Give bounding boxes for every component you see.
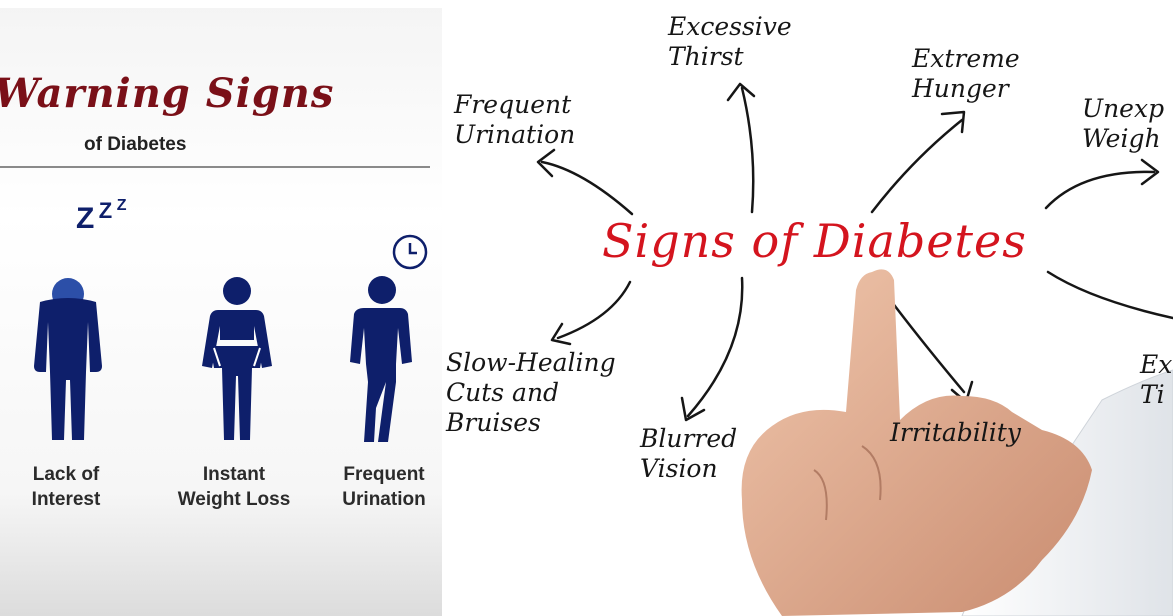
label-blurred-vision: Blurred Vision <box>640 424 737 484</box>
clock-icon <box>392 234 428 270</box>
divider <box>0 166 430 168</box>
arrow-excessive-thirst <box>740 86 755 214</box>
label-line: Irritability <box>890 418 1021 447</box>
arrow-unexplained-weight <box>1044 170 1156 210</box>
zzz-small: Z <box>116 197 127 214</box>
caption-instant-weight-loss: Instant Weight Loss <box>164 462 304 512</box>
label-line: Hunger <box>912 74 1009 103</box>
sleep-zzz-icon: Z Z Z <box>76 197 126 236</box>
label-line: Urination <box>454 120 576 149</box>
zzz-medium: Z <box>98 198 113 223</box>
caption-line: Urination <box>342 489 426 510</box>
caption-line: Frequent <box>343 464 425 485</box>
arrow-blurred-vision <box>686 276 744 418</box>
crossed-legs-person-icon <box>350 234 428 442</box>
warning-signs-panel: Warning Signs of Diabetes Z Z Z Lack of … <box>0 0 442 616</box>
arrow-slow-healing <box>556 280 632 340</box>
arrow-extreme-hunger <box>870 118 964 214</box>
label-line: Unexp <box>1082 94 1165 123</box>
caption-line: Interest <box>31 489 101 510</box>
label-excessive-thirst: Excessive Thirst <box>668 12 792 72</box>
label-line: Vision <box>640 454 718 483</box>
caption-line: Lack of <box>32 464 100 485</box>
label-extreme-tiredness: Ex Ti <box>1140 350 1172 410</box>
label-line: Extreme <box>912 44 1020 73</box>
label-line: Slow-Healing <box>446 348 616 377</box>
label-extreme-hunger: Extreme Hunger <box>912 44 1020 104</box>
label-line: Weigh <box>1082 124 1161 153</box>
caption-line: Weight Loss <box>177 489 291 510</box>
label-irritability: Irritability <box>890 418 1021 448</box>
label-line: Excessive <box>668 12 792 41</box>
label-frequent-urination: Frequent Urination <box>454 90 575 150</box>
arrow-frequent-urination <box>540 160 634 216</box>
label-line: Frequent <box>454 90 572 119</box>
arrow-extreme-tiredness <box>1046 270 1173 320</box>
label-line: Blurred <box>640 424 738 453</box>
caption-lack-of-interest: Lack of Interest <box>20 462 112 512</box>
top-strip <box>0 0 442 8</box>
mind-map-arrows <box>536 82 1173 616</box>
warning-signs-subtitle: of Diabetes <box>84 134 187 155</box>
warning-signs-title: Warning Signs <box>0 70 335 117</box>
label-line: Thirst <box>668 42 744 71</box>
baggy-pants-person-icon <box>202 277 272 440</box>
label-line: Bruises <box>446 408 541 437</box>
label-line: Ti <box>1140 380 1165 409</box>
label-line: Ex <box>1140 350 1173 379</box>
label-slow-healing: Slow-Healing Cuts and Bruises <box>446 348 616 438</box>
sleepy-person-icon <box>34 278 102 440</box>
zzz-large: Z <box>76 202 95 235</box>
label-line: Cuts and <box>446 378 560 407</box>
caption-frequent-urination: Frequent Urination <box>332 462 436 512</box>
signs-of-diabetes-title: Signs of Diabetes <box>602 214 1027 268</box>
pointing-hand-image <box>741 269 1092 616</box>
caption-line: Instant <box>202 464 266 485</box>
signs-of-diabetes-panel: Signs of Diabetes Excessive Thirst Extre… <box>442 0 1173 616</box>
label-unexplained-weight: Unexp Weigh <box>1082 94 1164 154</box>
